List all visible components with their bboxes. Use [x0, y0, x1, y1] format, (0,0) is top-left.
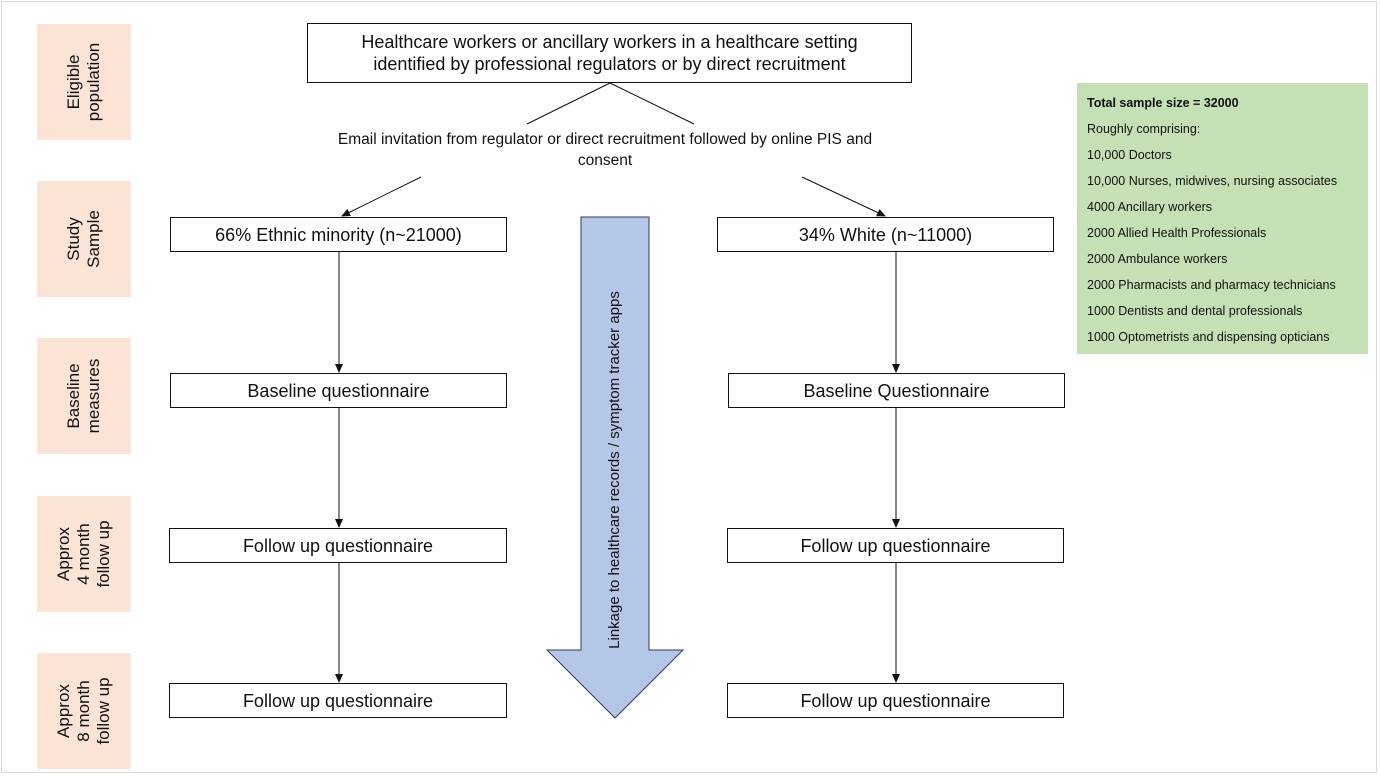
stage-label-line: Approx — [54, 527, 73, 581]
stage-4-month-follow-up: Approx 4 month follow up — [37, 496, 131, 612]
left-4-month-followup-box: Follow up questionnaire — [169, 528, 507, 563]
stage-label-line: Sample — [84, 210, 103, 268]
sample-item: 2000 Allied Health Professionals — [1087, 226, 1267, 240]
right-baseline-questionnaire-box: Baseline Questionnaire — [728, 373, 1065, 408]
stage-label-line: 8 month — [74, 680, 93, 742]
stage-label-line: population — [84, 42, 103, 122]
stage-label-line: Eligible — [64, 54, 83, 110]
sample-item: 1000 Dentists and dental professionals — [1087, 304, 1303, 318]
email-invitation-text: Email invitation from regulator or direc… — [337, 131, 873, 169]
sample-intro: Roughly comprising: — [1087, 122, 1201, 136]
arrow-to-right-sample — [801, 176, 886, 217]
linkage-arrow-text: Linkage to healthcare records / symptom … — [606, 291, 623, 649]
split-line-right — [609, 82, 695, 125]
sample-item: 2000 Ambulance workers — [1087, 252, 1228, 266]
right-4-month-followup-box: Follow up questionnaire — [727, 528, 1064, 563]
white-sample-box: 34% White (n~11000) — [717, 217, 1054, 252]
arrow-to-left-sample — [341, 176, 422, 217]
stage-label-line: Approx — [54, 684, 73, 738]
sample-item: 1000 Optometrists and dispensing opticia… — [1087, 330, 1330, 344]
stage-label-line: follow up — [94, 520, 113, 588]
top-box-line-2: identified by professional regulators or… — [373, 54, 846, 74]
stage-label-line: Study — [64, 217, 83, 261]
sample-item: 10,000 Nurses, midwives, nursing associa… — [1087, 174, 1338, 188]
sample-item: 4000 Ancillary workers — [1087, 200, 1213, 214]
stage-eligible-population: Eligible population — [37, 24, 131, 140]
left-8-month-followup-box: Follow up questionnaire — [169, 683, 507, 718]
linkage-down-arrow — [545, 216, 685, 719]
right-8-month-followup-box: Follow up questionnaire — [727, 683, 1064, 718]
sample-item: 10,000 Doctors — [1087, 148, 1172, 162]
stage-label-line: 4 month — [74, 523, 93, 585]
stage-label-line: follow up — [94, 677, 113, 745]
sample-item: 2000 Pharmacists and pharmacy technician… — [1087, 278, 1336, 292]
stage-label-line: measures — [84, 358, 103, 434]
total-sample-size: Total sample size = 32000 — [1087, 96, 1239, 110]
top-box-line-1: Healthcare workers or ancillary workers … — [361, 32, 858, 52]
ethnic-minority-sample-box: 66% Ethnic minority (n~21000) — [170, 217, 507, 252]
sample-size-panel: Total sample size = 32000 Roughly compri… — [1077, 83, 1368, 354]
stage-baseline-measures: Baseline measures — [37, 338, 131, 454]
stage-label-line: Baseline — [64, 363, 83, 429]
eligible-population-box: Healthcare workers or ancillary workers … — [307, 23, 912, 83]
stage-8-month-follow-up: Approx 8 month follow up — [37, 653, 131, 769]
split-line-left — [526, 82, 611, 125]
left-baseline-questionnaire-box: Baseline questionnaire — [170, 373, 507, 408]
stage-study-sample: Study Sample — [37, 181, 131, 297]
